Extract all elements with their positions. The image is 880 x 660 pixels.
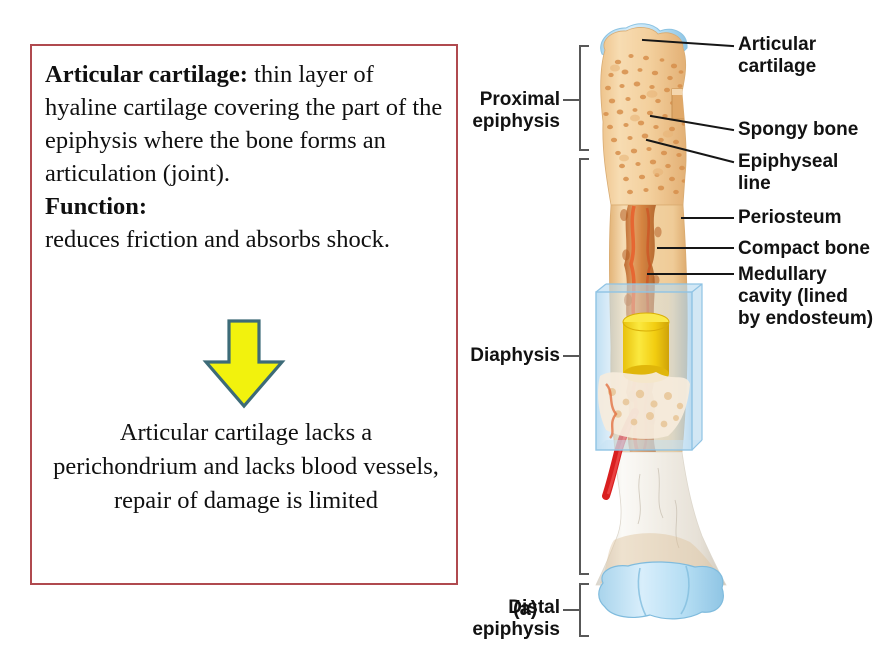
trabecular-pores [608, 388, 684, 428]
bracket-distal-epiphysis [579, 583, 589, 637]
down-arrow-icon [201, 318, 287, 410]
label-proximal-epiphysis: Proximal epiphysis [472, 89, 560, 132]
leader-articular-cartilage [641, 38, 735, 48]
left-brackets [563, 45, 589, 637]
figure-letter: (a) [513, 598, 538, 620]
articular-cartilage-text-panel: Articular cartilage: thin layer of hyali… [30, 44, 458, 585]
term-label: Articular cartilage: [45, 61, 248, 88]
inner-vessel [605, 383, 618, 439]
right-leader-lines [641, 38, 735, 275]
function-text: reduces friction and absorbs shock. [45, 226, 390, 253]
distal-shaft [595, 451, 727, 586]
yellow-marrow-cylinder [622, 312, 670, 383]
label-distal-epiphysis: Distal epiphysis [472, 597, 560, 640]
long-bone-figure: Proximal epiphysis Diaphysis Distal epip… [400, 0, 880, 660]
definition-paragraph: Articular cartilage: thin layer of hyali… [45, 58, 446, 190]
down-arrow-wrap [32, 318, 456, 410]
trabecular-detail [598, 372, 690, 439]
function-heading: Function: [45, 193, 148, 220]
text-panel-content: Articular cartilage: thin layer of hyali… [45, 58, 446, 256]
condyle-grooves [637, 565, 690, 617]
distal-shaft-shading [637, 467, 680, 549]
label-periosteum: Periosteum [738, 207, 842, 228]
bracket-proximal-epiphysis [579, 45, 589, 151]
label-epiphyseal-line: Epiphyseal line [738, 151, 839, 194]
definition-text: thin layer of hyaline cartilage covering… [45, 61, 443, 187]
bracket-diaphysis [579, 158, 589, 575]
articular-cartilage-cap-distal [598, 561, 724, 620]
label-medullary-cavity: Medullary cavity (lined by endosteum) [738, 264, 874, 329]
label-compact-bone: Compact bone [738, 238, 870, 259]
label-diaphysis: Diaphysis [470, 345, 560, 366]
leader-spongy-bone [649, 114, 735, 132]
spongy-bone-texture [603, 54, 687, 195]
label-spongy-bone: Spongy bone [738, 119, 859, 140]
bone-illustration [563, 23, 735, 637]
leader-epiphyseal-line [645, 138, 735, 164]
label-articular-cartilage: Articular cartilage [738, 34, 817, 77]
conclusion-text: Articular cartilage lacks a perichondriu… [53, 419, 439, 514]
